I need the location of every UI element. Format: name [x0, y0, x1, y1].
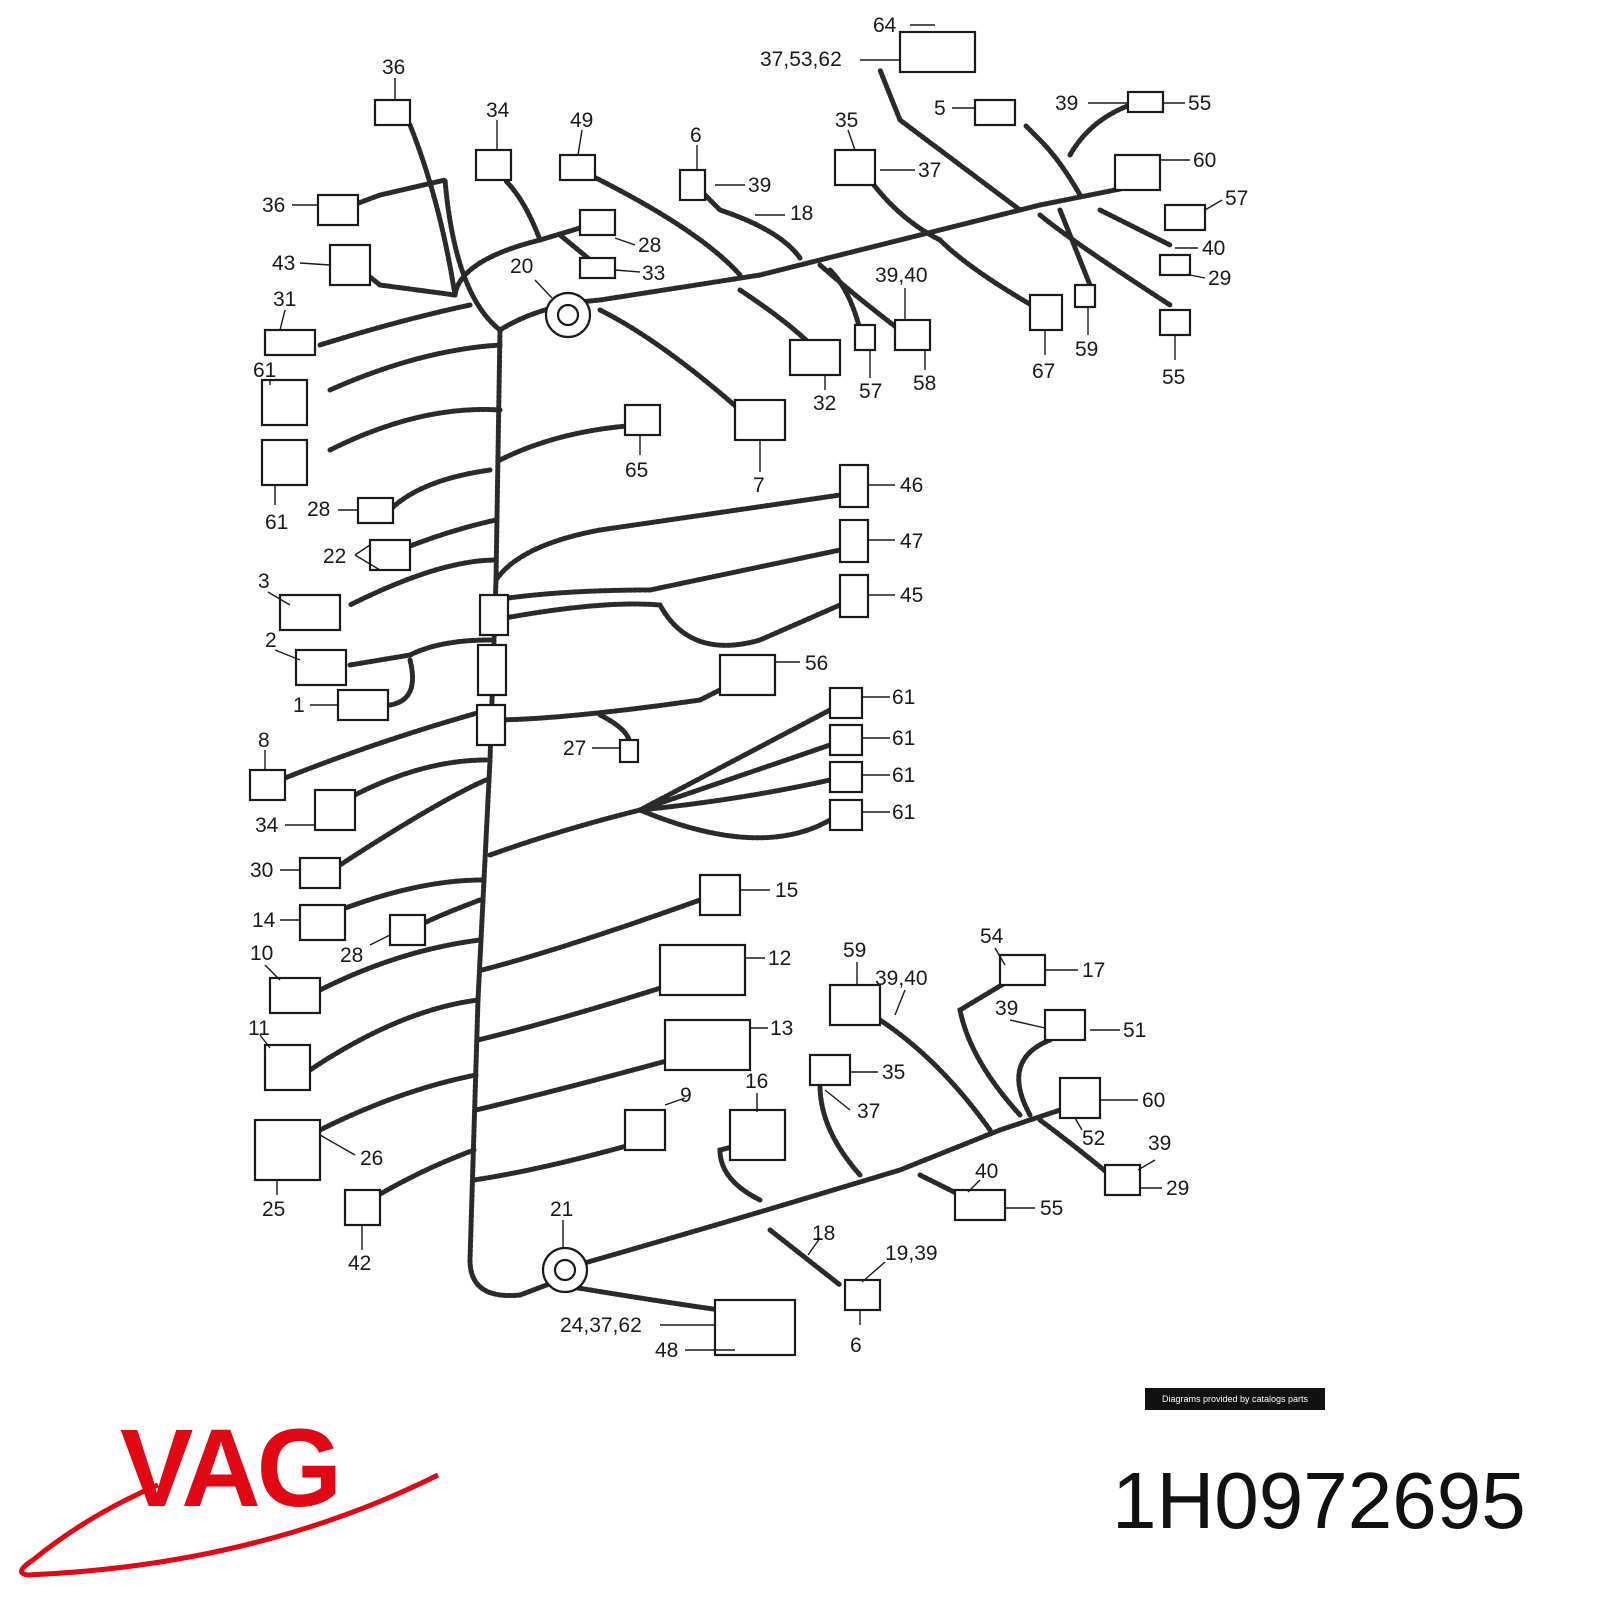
callout: 60	[1193, 149, 1216, 172]
callout: 7	[753, 474, 765, 497]
callout: 18	[790, 202, 813, 225]
callout: 60	[1142, 1089, 1165, 1112]
callout: 35	[835, 109, 858, 132]
callout: 61	[265, 511, 288, 534]
callout: 31	[273, 288, 296, 311]
callout: 8	[258, 729, 270, 752]
callout: 19,39	[885, 1242, 938, 1265]
callout: 48	[655, 1339, 678, 1362]
callout: 12	[768, 947, 791, 970]
credit-banner: Diagrams provided by catalogs parts	[1145, 1388, 1325, 1410]
callout: 57	[859, 380, 882, 403]
callout: 28	[340, 944, 363, 967]
callout: 9	[680, 1084, 692, 1107]
callout: 61	[892, 764, 915, 787]
callout: 35	[882, 1061, 905, 1084]
trunk-sleeve	[478, 593, 510, 637]
connectors	[248, 30, 1207, 1357]
callout: 36	[262, 194, 285, 217]
part-number: 1H0972695	[1112, 1456, 1526, 1545]
callout: 11	[248, 1017, 270, 1040]
callout: 16	[745, 1070, 768, 1093]
callout: 47	[900, 530, 923, 553]
callout: 64	[873, 14, 897, 37]
callout: 67	[1032, 360, 1055, 383]
callout: 22	[323, 545, 346, 568]
callout: 37	[857, 1100, 880, 1123]
callout: 21	[550, 1198, 573, 1221]
callout: 28	[307, 498, 330, 521]
callout: 10	[250, 942, 273, 965]
callout: 34	[255, 814, 279, 837]
callout: 15	[775, 879, 798, 902]
callout: 55	[1188, 92, 1211, 115]
callout: 20	[510, 255, 533, 278]
trunk-sleeve	[476, 643, 508, 697]
callout: 59	[1075, 338, 1098, 361]
callout: 34	[486, 99, 510, 122]
callout: 39,40	[875, 264, 928, 287]
grommet-20	[544, 291, 592, 339]
callout: 39,40	[875, 967, 928, 990]
callout: 40	[975, 1160, 998, 1183]
callout: 54	[980, 925, 1004, 948]
callout: 29	[1166, 1177, 1189, 1200]
callout: 49	[570, 109, 593, 132]
callout: 46	[900, 474, 923, 497]
callout: 57	[1225, 187, 1248, 210]
callout: 59	[843, 939, 866, 962]
callout-labels: 64 37,53,62 36 34 49 6 39 18 35 37 5 39 …	[248, 14, 1248, 1362]
callout: 1	[293, 694, 305, 717]
callout: 61	[892, 686, 915, 709]
callout: 45	[900, 584, 923, 607]
callout: 28	[638, 234, 661, 257]
callout: 51	[1123, 1019, 1146, 1042]
callout: 2	[265, 629, 277, 652]
callout: 39	[1055, 92, 1078, 115]
callout: 43	[272, 252, 295, 275]
callout: 61	[253, 359, 276, 382]
callout: 61	[892, 727, 915, 750]
callout: 32	[813, 392, 836, 415]
callout: 61	[892, 801, 915, 824]
callout: 39	[995, 997, 1018, 1020]
brand-logo-text: VAG	[120, 1407, 342, 1530]
callout: 39	[748, 174, 771, 197]
grommet-21	[541, 1246, 589, 1294]
callout: 30	[250, 859, 273, 882]
callout: 52	[1082, 1127, 1105, 1150]
callout: 13	[770, 1017, 793, 1040]
callout: 6	[850, 1334, 862, 1357]
callout: 24,37,62	[560, 1314, 642, 1337]
callout: 29	[1208, 267, 1231, 290]
callout: 18	[812, 1222, 835, 1245]
callout: 6	[690, 124, 702, 147]
callout: 40	[1202, 237, 1225, 260]
callout: 26	[360, 1147, 383, 1170]
callout: 5	[934, 97, 946, 120]
callout: 37	[918, 159, 941, 182]
callout: 17	[1082, 959, 1105, 982]
brand-swoosh	[19, 1472, 440, 1578]
trunk-sleeve	[475, 703, 507, 747]
callout: 14	[252, 909, 276, 932]
callout: 36	[382, 56, 405, 79]
callout: 56	[805, 652, 828, 675]
callout: 58	[913, 372, 936, 395]
harness-wires	[277, 67, 1173, 1313]
callout: 33	[642, 262, 665, 285]
callout: 65	[625, 459, 648, 482]
callout: 27	[563, 737, 586, 760]
callout: 42	[348, 1252, 371, 1275]
callout: 39	[1148, 1132, 1171, 1155]
leader-lines	[259, 24, 1223, 1351]
callout: 3	[258, 570, 270, 593]
callout: 25	[262, 1198, 285, 1221]
callout: 55	[1040, 1197, 1063, 1220]
callout: 37,53,62	[760, 48, 842, 71]
callout: 55	[1162, 366, 1185, 389]
